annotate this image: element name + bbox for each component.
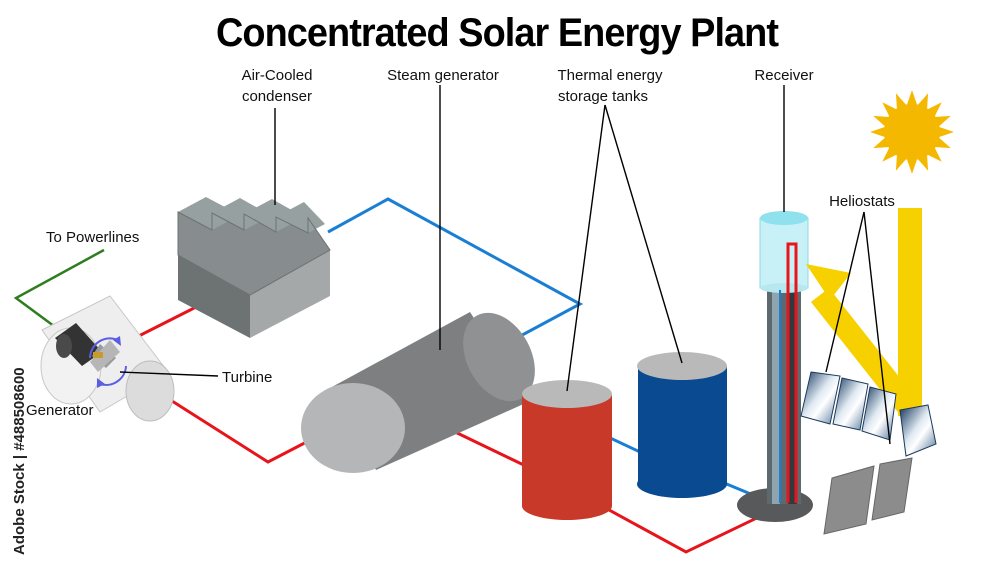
hot-pipe-tank-tower: [599, 501, 789, 554]
label-to-powerlines: To Powerlines: [46, 229, 139, 246]
hot-pipe-tower: [786, 242, 798, 503]
reflected-light-arrow-icon: [806, 264, 851, 300]
cold-storage-tank: [637, 352, 727, 498]
label-air-cooled-condenser-1: Air-Cooled: [242, 67, 313, 84]
leader-lines: [119, 85, 891, 445]
rotation-arrow-icon: [89, 337, 119, 359]
label-receiver: Receiver: [754, 67, 813, 84]
generator-turbine: [40, 295, 175, 422]
label-thermal-storage-1: Thermal energy: [557, 67, 663, 84]
heliostats: [800, 371, 937, 535]
label-steam-generator: Steam generator: [387, 67, 499, 84]
air-cooled-condenser: [177, 197, 331, 338]
label-turbine: Turbine: [222, 369, 272, 386]
solar-tower: [737, 286, 813, 522]
rotation-arrow-icon: [99, 365, 127, 386]
label-air-cooled-condenser-2: condenser: [242, 88, 312, 105]
receiver: [759, 211, 809, 293]
steam-generator: [301, 312, 535, 473]
hot-storage-tank: [522, 380, 612, 520]
powerline-wire: [13, 248, 105, 334]
label-generator: Generator: [26, 402, 94, 419]
page-title: Concentrated Solar Energy Plant: [216, 11, 779, 55]
stock-watermark: Adobe Stock | #488508600: [11, 367, 28, 555]
label-thermal-storage-2: storage tanks: [558, 88, 648, 105]
cold-pipe-condenser: [327, 197, 584, 350]
sun-icon: [870, 90, 954, 174]
label-heliostats: Heliostats: [829, 193, 895, 210]
